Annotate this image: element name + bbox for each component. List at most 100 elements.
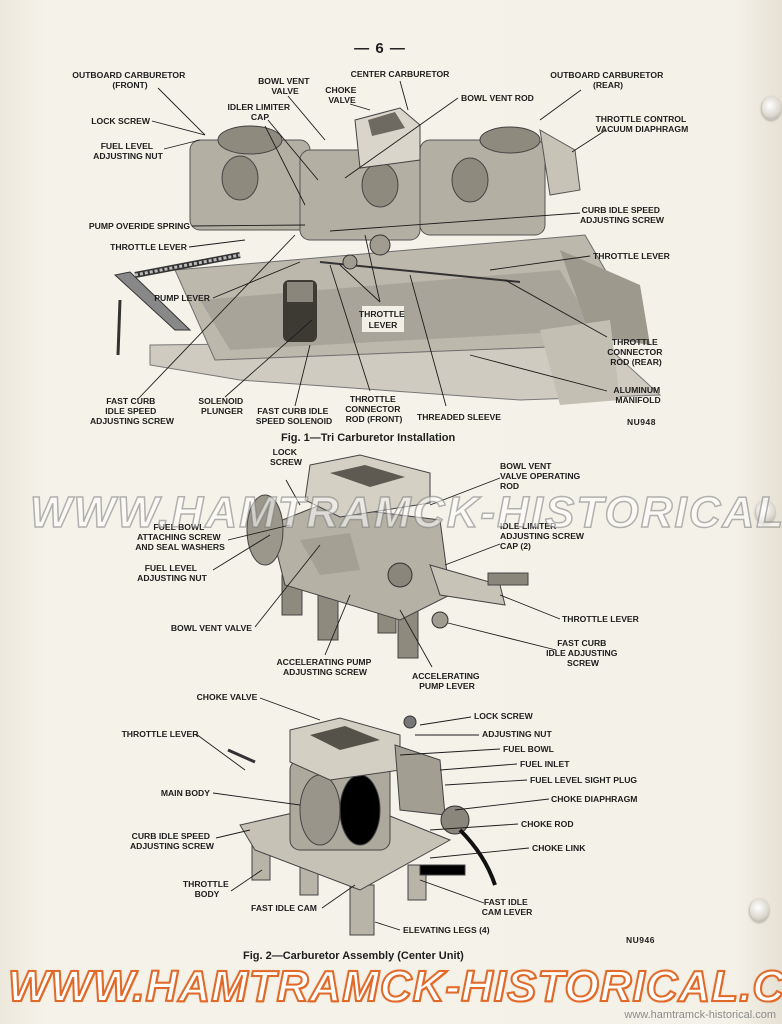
- svg-text:CURB IDLE SPEED ADJUSTING: CURB IDLE SPEED ADJUSTING SCREW: [580, 205, 665, 225]
- label-fuel-level-nut-1: FUEL LEVEL: [101, 141, 153, 151]
- label-bowl-vent-operating-rod-2: VALVE OPERATING: [500, 471, 581, 481]
- svg-text:THROTTLE CONNECTOR ROD: THROTTLE CONNECTOR ROD (REAR): [607, 337, 665, 367]
- watermark-bottom: WWW.HAMTRAMCK-HISTORICAL.COM: [7, 961, 782, 1012]
- svg-text:BOWL VENT VALVE OPERATING: BOWL VENT VALVE OPERATING ROD: [500, 461, 583, 491]
- label-outboard-front-2: (FRONT): [112, 80, 147, 90]
- label-throttle-vacuum-1: THROTTLE CONTROL: [596, 114, 687, 124]
- svg-text:THROTTLE CONNECTOR ROD: THROTTLE CONNECTOR ROD (FRONT): [345, 394, 403, 424]
- svg-text:FAST CURB IDLE SPEED SOLEN: FAST CURB IDLE SPEED SOLENOID: [256, 406, 332, 426]
- svg-text:FAST CURB IDLE SPEED A: FAST CURB IDLE SPEED ADJUSTING SCREW: [90, 396, 175, 426]
- label-outboard-rear-2: (REAR): [593, 80, 623, 90]
- label-outboard-rear-1: OUTBOARD CARBURETOR: [550, 70, 664, 80]
- figure-center-unit: LOCK SCREW BOWL VENT VALVE OPERATING ROD…: [135, 447, 640, 691]
- label-throttle-lever-center-1: THROTTLE: [359, 309, 405, 319]
- binder-hole: [756, 500, 776, 524]
- figure-2-ref: NU946: [626, 935, 655, 945]
- label-aluminum-manifold-1: ALUMINUM: [613, 385, 660, 395]
- label-idler-limiter-1: IDLER LIMITER: [228, 102, 291, 112]
- label-fig2-choke-diaphragm: CHOKE DIAPHRAGM: [551, 794, 637, 804]
- label-aluminum-manifold-2: MANIFOLD: [615, 395, 660, 405]
- figure-1-tri-carburetor: OUTBOARD CARBURETOR (FRONT) BOWL VENT VA…: [72, 69, 688, 426]
- label-accel-pump-lever-2: PUMP LEVER: [419, 681, 476, 691]
- svg-text:ACCELERATING PUMP ADJUSTIN: ACCELERATING PUMP ADJUSTING SCREW: [276, 657, 373, 677]
- svg-text:LOCK SCREW: LOCK SCREW: [270, 447, 303, 467]
- label-idle-limiter-3: CAP (2): [500, 541, 531, 551]
- svg-text:THROTTLE BODY: THROTTLE BODY: [183, 879, 231, 899]
- label-center-lock-screw-1: LOCK: [273, 447, 298, 457]
- label-curb-idle-2: ADJUSTING SCREW: [580, 215, 665, 225]
- label-throttle-lever-right: THROTTLE LEVER: [593, 251, 671, 261]
- svg-text:FUEL LEVEL ADJUSTING NUT: FUEL LEVEL ADJUSTING NUT: [93, 141, 163, 161]
- label-idler-limiter-2: CAP: [251, 112, 269, 122]
- label-center-fast-curb-2: IDLE ADJUSTING: [546, 648, 618, 658]
- figure-1-caption: Fig. 1—Tri Carburetor Installation: [281, 432, 456, 444]
- svg-text:OUTBOARD CARBURETOR (FRONT: OUTBOARD CARBURETOR (FRONT): [72, 70, 187, 90]
- label-idle-limiter-2: ADJUSTING SCREW: [500, 531, 585, 541]
- svg-text:IDLE LIMITER ADJUSTING SCR: IDLE LIMITER ADJUSTING SCREW CAP (2): [500, 521, 586, 551]
- figure-2-caption: Fig. 2—Carburetor Assembly (Center Unit): [243, 950, 464, 962]
- label-center-bowl-vent-valve: BOWL VENT VALVE: [171, 623, 252, 633]
- label-curb-idle-1: CURB IDLE SPEED: [582, 205, 660, 215]
- binder-hole: [762, 96, 782, 120]
- label-fuel-bowl-screw-1: FUEL BOWL: [153, 522, 204, 532]
- label-fig2-fuel-bowl: FUEL BOWL: [503, 744, 554, 754]
- label-fast-curb-solenoid-1: FAST CURB IDLE: [257, 406, 328, 416]
- label-fast-curb-solenoid-2: SPEED SOLENOID: [256, 416, 332, 426]
- svg-text:FUEL LEVEL ADJUSTING NUT: FUEL LEVEL ADJUSTING NUT: [137, 563, 207, 583]
- label-center-throttle-lever: THROTTLE LEVER: [562, 614, 640, 624]
- label-fig2-elevating-legs: ELEVATING LEGS (4): [403, 925, 490, 935]
- label-bowl-vent-operating-rod-3: ROD: [500, 481, 519, 491]
- svg-text:OUTBOARD CARBURETOR (REAR): OUTBOARD CARBURETOR (REAR): [550, 70, 665, 90]
- label-fig2-throttle-body-1: THROTTLE: [183, 879, 229, 889]
- label-lock-screw: LOCK SCREW: [91, 116, 151, 126]
- svg-text:ACCELERATING PUMP LEVER: ACCELERATING PUMP LEVER: [412, 671, 482, 691]
- label-fig2-fast-idle-cam-lever-1: FAST IDLE: [484, 897, 528, 907]
- label-fig2-main-body: MAIN BODY: [161, 788, 210, 798]
- label-pump-lever: PUMP LEVER: [154, 293, 211, 303]
- label-fuel-bowl-screw-3: AND SEAL WASHERS: [135, 542, 225, 552]
- label-accel-pump-lever-1: ACCELERATING: [412, 671, 480, 681]
- label-fig2-choke-valve: CHOKE VALVE: [197, 692, 258, 702]
- figure-2-carburetor-assembly: CHOKE VALVE LOCK SCREW THROTTLE LEVER AD…: [122, 692, 637, 936]
- label-accel-pump-screw-1: ACCELERATING PUMP: [276, 657, 371, 667]
- page-number: — 6 —: [354, 40, 406, 57]
- label-fig2-adjusting-nut: ADJUSTING NUT: [482, 729, 552, 739]
- label-fast-curb-screw-3: ADJUSTING SCREW: [90, 416, 175, 426]
- label-throttle-lever-left: THROTTLE LEVER: [110, 242, 188, 252]
- label-outboard-front-1: OUTBOARD CARBURETOR: [72, 70, 186, 80]
- label-fast-curb-screw-2: IDLE SPEED: [105, 406, 156, 416]
- label-pump-overide-spring: PUMP OVERIDE SPRING: [89, 221, 190, 231]
- svg-text:ALUMINUM MANIFOLD: ALUMINUM MANIFOLD: [613, 385, 662, 405]
- label-bowl-vent-rod: BOWL VENT ROD: [461, 93, 534, 103]
- label-fig2-sight-plug: FUEL LEVEL SIGHT PLUG: [530, 775, 637, 785]
- svg-text:BOWL VENT VALVE: BOWL VENT VALVE: [258, 76, 312, 96]
- label-fig2-curb-idle-2: ADJUSTING SCREW: [130, 841, 215, 851]
- label-choke-valve-2: VALVE: [328, 95, 356, 105]
- label-accel-pump-screw-2: ADJUSTING SCREW: [283, 667, 368, 677]
- svg-text:THROTTLE LEVER: THROTTLE LEVER: [359, 309, 407, 330]
- label-connector-rear-3: ROD (REAR): [610, 357, 662, 367]
- label-bowl-vent-valve-1: BOWL VENT: [258, 76, 310, 86]
- label-connector-rear-2: CONNECTOR: [607, 347, 663, 357]
- label-threaded-sleeve: THREADED SLEEVE: [417, 412, 501, 422]
- label-throttle-vacuum-2: VACUUM DIAPHRAGM: [596, 124, 688, 134]
- label-throttle-lever-center-2: LEVER: [369, 320, 398, 330]
- binder-hole: [750, 898, 770, 922]
- label-center-lock-screw-2: SCREW: [270, 457, 303, 467]
- svg-text:CHOKE VALVE: CHOKE VALVE: [325, 85, 358, 105]
- svg-text:FAST IDLE CAM LEVER: FAST IDLE CAM LEVER: [482, 897, 533, 917]
- figure-1-ref: NU948: [627, 417, 656, 427]
- label-fuel-bowl-screw-2: ATTACHING SCREW: [137, 532, 222, 542]
- watermark-middle: WWW.HAMTRAMCK-HISTORICAL.COM: [29, 487, 782, 538]
- label-idle-limiter-1: IDLE LIMITER: [500, 521, 557, 531]
- label-fig2-lock-screw: LOCK SCREW: [474, 711, 534, 721]
- label-fig2-fast-idle-cam: FAST IDLE CAM: [251, 903, 317, 913]
- label-solenoid-plunger-2: PLUNGER: [201, 406, 244, 416]
- label-connector-front-2: CONNECTOR: [345, 404, 401, 414]
- label-connector-front-3: ROD (FRONT): [346, 414, 403, 424]
- label-fast-curb-screw-1: FAST CURB: [106, 396, 155, 406]
- watermark-small: www.hamtramck-historical.com: [624, 1009, 776, 1021]
- label-bowl-vent-valve-2: VALVE: [271, 86, 299, 96]
- label-fig2-throttle-lever: THROTTLE LEVER: [122, 729, 200, 739]
- label-center-fuel-level-2: ADJUSTING NUT: [137, 573, 207, 583]
